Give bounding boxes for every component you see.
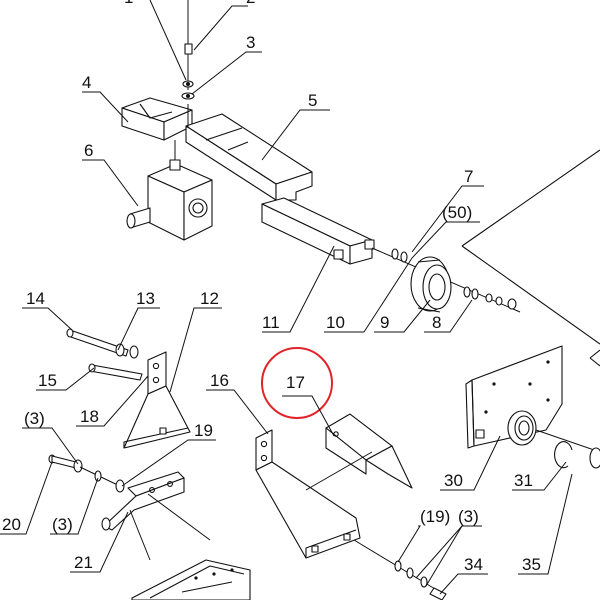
- label-18: 18: [80, 407, 99, 426]
- bracket-4: [121, 97, 193, 141]
- label-6: 6: [84, 141, 93, 160]
- label-15: 15: [38, 371, 57, 390]
- label-19-center: (19): [420, 507, 450, 526]
- bolt-set-8: [463, 286, 517, 310]
- label-9: 9: [380, 313, 389, 332]
- label-3-center: (3): [458, 507, 479, 526]
- bottom-plate: [131, 559, 251, 600]
- label-7: 7: [464, 167, 473, 186]
- label-14: 14: [26, 289, 45, 308]
- highlight-circle: [261, 347, 333, 419]
- plate-16: [255, 429, 361, 559]
- label-5: 5: [308, 91, 317, 110]
- label-17: 17: [286, 373, 305, 392]
- circlip-31: [554, 441, 600, 469]
- label-12: 12: [200, 289, 219, 308]
- label-34: 34: [464, 555, 483, 574]
- hub-9: [410, 256, 452, 313]
- gearbox-6: [126, 140, 213, 241]
- label-1: 1: [124, 0, 133, 7]
- bearing-plate-30: [465, 345, 600, 453]
- pin-14-13: [66, 328, 139, 359]
- label-8: 8: [432, 313, 441, 332]
- label-30: 30: [444, 471, 463, 490]
- label-2: 2: [246, 0, 255, 7]
- leader-lines: [0, 0, 573, 595]
- bolt-assembly-1-2-3: [181, 0, 195, 100]
- label-21: 21: [74, 553, 93, 572]
- arm-21: [101, 471, 211, 561]
- label-50: (50): [442, 203, 472, 222]
- bracket-plate-12: [123, 351, 191, 449]
- pin-15: [88, 363, 143, 381]
- bracket-17: [325, 413, 413, 489]
- label-31: 31: [514, 471, 533, 490]
- label-11: 11: [262, 313, 280, 332]
- pin-20: [48, 454, 125, 493]
- label-19: 19: [194, 421, 213, 440]
- label-35: 35: [522, 555, 541, 574]
- beam-5: [185, 104, 313, 201]
- label-10: 10: [326, 313, 345, 332]
- label-3-left-top: (3): [24, 409, 45, 428]
- part-labels: 1 2 3 4 5 6 7 (50) 8 9 10 11 12 13 14 15…: [2, 0, 541, 574]
- label-3-left-bottom: (3): [52, 515, 73, 534]
- label-13: 13: [136, 289, 155, 308]
- label-4: 4: [82, 73, 91, 92]
- label-16: 16: [210, 371, 229, 390]
- tube-11: [261, 197, 375, 265]
- frame-plate: [461, 149, 600, 367]
- label-20: 20: [2, 515, 21, 534]
- label-3: 3: [246, 33, 255, 52]
- fastener-line-19-3-34: [305, 451, 447, 600]
